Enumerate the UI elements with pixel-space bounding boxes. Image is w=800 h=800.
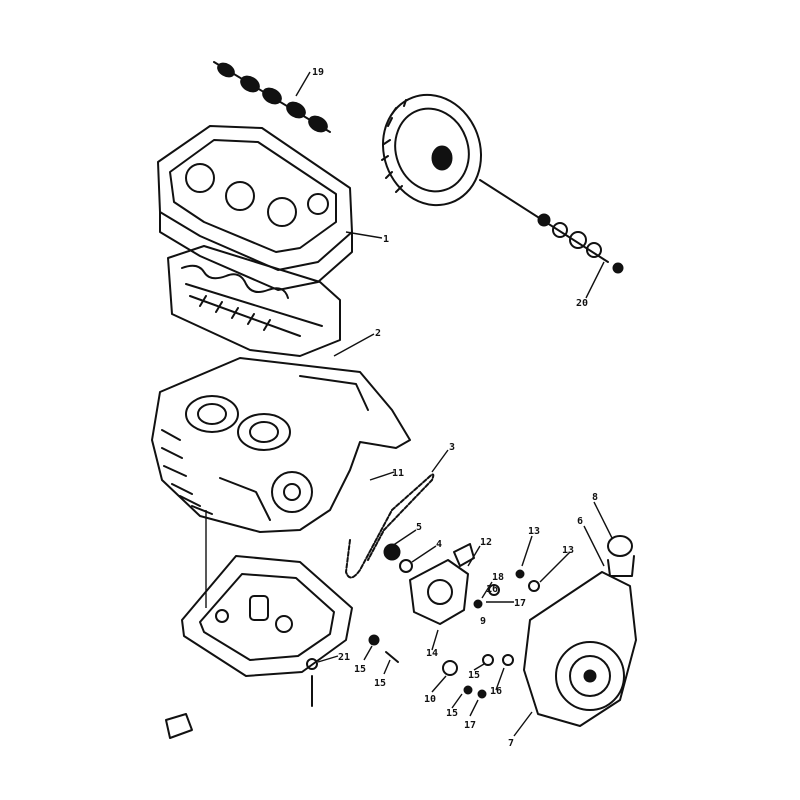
callout-2: 2	[375, 328, 381, 339]
callout-11: 11	[392, 468, 404, 479]
oil-pump	[383, 543, 475, 625]
camshaft	[213, 61, 331, 133]
callout-19: 19	[312, 67, 324, 78]
callout-4: 4	[436, 539, 442, 550]
callout-20: 20	[576, 298, 588, 309]
callout-16: 16	[486, 584, 498, 595]
callout-16: 16	[490, 686, 502, 697]
crankcase	[151, 357, 411, 533]
callout-15: 15	[354, 664, 366, 675]
side-cover	[523, 535, 637, 727]
callout-15: 15	[446, 708, 458, 719]
callout-3: 3	[449, 442, 455, 453]
callout-5: 5	[416, 522, 422, 533]
callout-17: 17	[514, 598, 526, 609]
small-parts	[165, 569, 540, 739]
cylinder-block-upper	[167, 245, 341, 357]
callout-6: 6	[577, 516, 583, 527]
callout-13: 13	[528, 526, 540, 537]
callout-15: 15	[468, 670, 480, 681]
callout-labels: 19 1 20 2 3 11 5 4 12 13 13 8 6 18 16 17…	[312, 67, 598, 749]
callout-17: 17	[464, 720, 476, 731]
callout-13: 13	[562, 545, 574, 556]
clutch-gear	[381, 93, 483, 207]
callout-21: 21	[338, 652, 350, 663]
callout-1: 1	[383, 234, 389, 245]
callout-12: 12	[480, 537, 492, 548]
shaft-assembly	[479, 179, 624, 274]
leader-lines	[205, 71, 613, 737]
callout-14: 14	[426, 648, 438, 659]
callout-10: 10	[424, 694, 436, 705]
callout-15: 15	[374, 678, 386, 689]
callout-9: 9	[480, 616, 486, 627]
oil-pan	[181, 555, 353, 677]
callout-8: 8	[592, 492, 598, 503]
cylinder-head	[157, 125, 353, 291]
callout-7: 7	[508, 738, 514, 749]
cam-chain	[345, 473, 435, 579]
callout-18: 18	[492, 572, 504, 583]
